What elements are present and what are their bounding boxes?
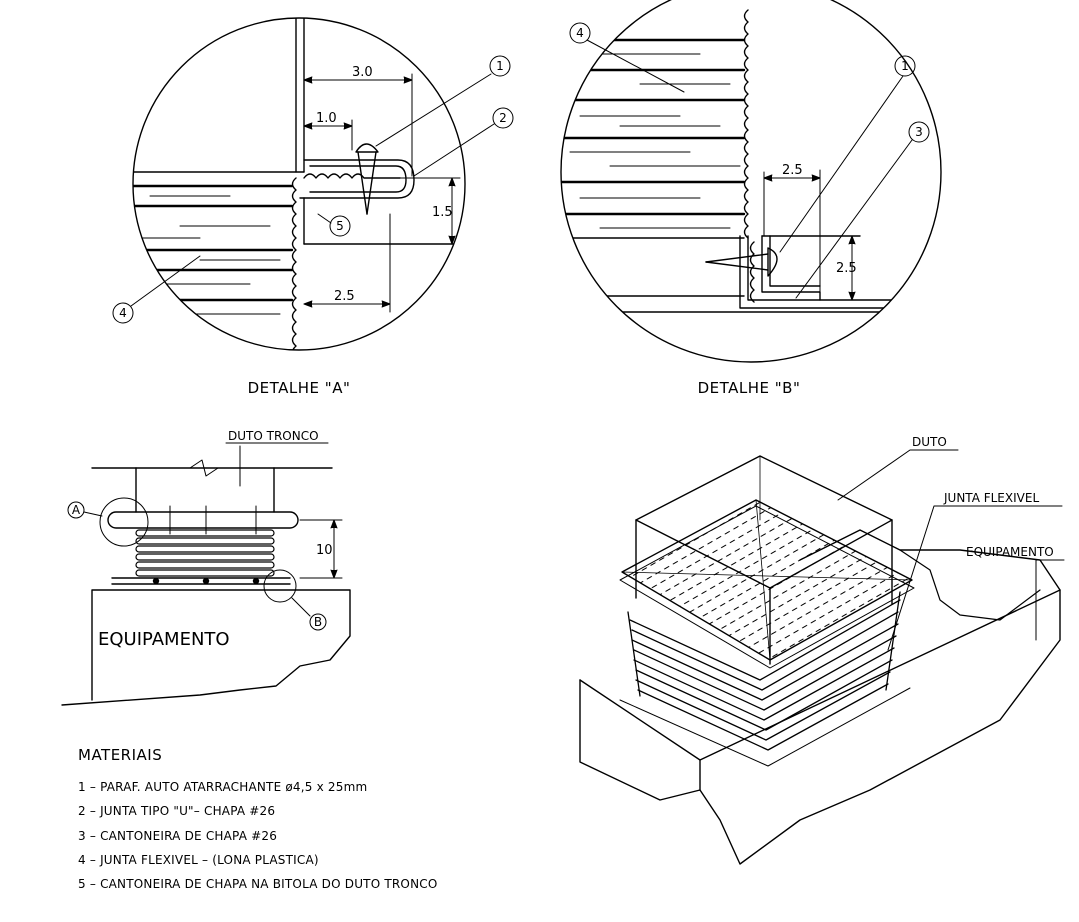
canvas-streaks-b bbox=[569, 53, 741, 229]
materials-list: MATERIAIS 1 – PARAF. AUTO ATARRACHANTE ø… bbox=[78, 746, 437, 891]
detail-b-marker-circle bbox=[263, 569, 297, 603]
detail-a-dim-vertical: 1.5 bbox=[432, 205, 453, 220]
callout-5-a: 5 bbox=[336, 219, 344, 233]
material-item-2: 2 – JUNTA TIPO "U"– CHAPA #26 bbox=[78, 804, 275, 818]
flexible-canvas-bands bbox=[133, 184, 294, 302]
duto-tronco-label: DUTO TRONCO bbox=[228, 429, 319, 443]
canvas-streaks bbox=[139, 195, 281, 315]
section-height-dim bbox=[299, 519, 343, 579]
marker-a: A bbox=[72, 503, 81, 517]
corrugated-joint bbox=[303, 173, 401, 179]
callout-4-b: 4 bbox=[576, 26, 584, 40]
canvas-bands-b bbox=[561, 38, 746, 216]
iso-duto-label: DUTO bbox=[912, 435, 947, 449]
equipment-block bbox=[61, 589, 351, 706]
section-dim-height: 10 bbox=[316, 543, 333, 558]
materials-title: MATERIAIS bbox=[78, 746, 162, 764]
corrugated-edge-b bbox=[743, 9, 749, 239]
screw-head bbox=[355, 143, 379, 153]
detail-a: 3.0 1.0 1.5 2.5 1 2 5 4 DETALHE "A" bbox=[112, 17, 514, 397]
iso-equipamento-label: EQUIPAMENTO bbox=[966, 545, 1054, 559]
iso-junta-label: JUNTA FLEXIVEL bbox=[943, 491, 1039, 505]
screw-head-b bbox=[767, 247, 778, 277]
marker-b: B bbox=[314, 615, 322, 629]
detail-b: 2.5 2.5 4 1 3 DETALHE "B" bbox=[560, 0, 942, 397]
detail-b-caption: DETALHE "B" bbox=[698, 379, 801, 397]
detail-b-circle bbox=[560, 0, 942, 363]
material-item-3: 3 – CANTONEIRA DE CHAPA #26 bbox=[78, 829, 277, 843]
detail-a-dim-bottom: 2.5 bbox=[334, 289, 355, 304]
isometric-view: DUTO JUNTA FLEXIVEL EQUIPAMENTO bbox=[579, 435, 1065, 865]
detail-a-caption: DETALHE "A" bbox=[248, 379, 351, 397]
callout-1-b: 1 bbox=[901, 59, 909, 73]
u-joint bbox=[299, 159, 415, 199]
material-item-1: 1 – PARAF. AUTO ATARRACHANTE ø4,5 x 25mm bbox=[78, 780, 367, 794]
flange bbox=[107, 511, 299, 529]
callout-1-a: 1 bbox=[496, 59, 504, 73]
detail-a-marker-circle bbox=[99, 497, 149, 547]
detail-a-circle bbox=[132, 17, 466, 351]
callout-2-a: 2 bbox=[499, 111, 507, 125]
detail-b-callouts bbox=[569, 22, 930, 299]
detail-a-dimensions bbox=[303, 73, 461, 313]
detail-b-dim-vertical: 2.5 bbox=[836, 261, 857, 276]
angle-bracket-outer bbox=[739, 235, 941, 309]
callout-4-a: 4 bbox=[119, 306, 127, 320]
material-item-4: 4 – JUNTA FLEXIVEL – (LONA PLASTICA) bbox=[78, 853, 319, 867]
section-equipment-label: EQUIPAMENTO bbox=[98, 629, 230, 650]
iso-equipment-outline bbox=[579, 529, 1061, 865]
corrugated-edge bbox=[291, 177, 297, 350]
detail-b-dimensions bbox=[763, 169, 856, 301]
bellows bbox=[135, 529, 275, 577]
iso-lower-flange bbox=[619, 687, 911, 767]
detail-b-dim-horizontal: 2.5 bbox=[782, 163, 803, 178]
detail-a-dim-inner: 1.0 bbox=[316, 111, 337, 126]
section-view: DUTO TRONCO bbox=[61, 429, 351, 706]
detail-a-dim-top: 3.0 bbox=[352, 65, 373, 80]
material-item-5: 5 – CANTONEIRA DE CHAPA NA BITOLA DO DUT… bbox=[78, 877, 437, 891]
detail-a-callouts bbox=[112, 55, 514, 324]
callout-3-b: 3 bbox=[915, 125, 923, 139]
break-symbol bbox=[189, 459, 219, 477]
iso-bellows bbox=[627, 591, 901, 751]
